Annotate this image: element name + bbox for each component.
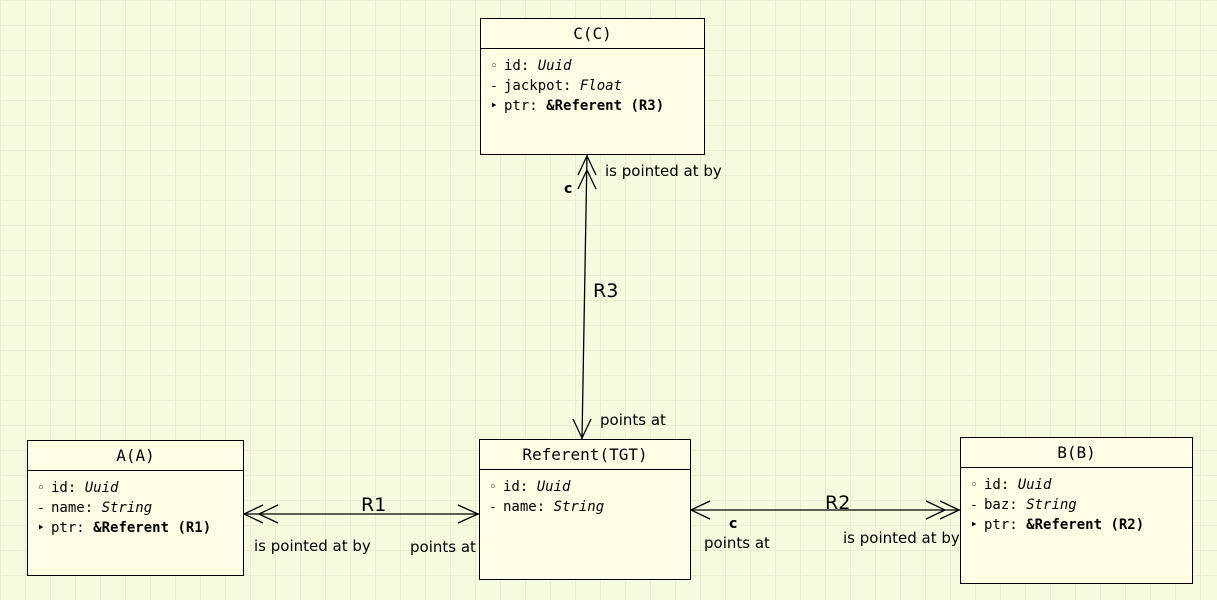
r3-line[interactable] <box>581 154 588 440</box>
object-b[interactable]: B (B) ◦id: Uuid -baz: String ‣ptr: &Refe… <box>960 437 1193 584</box>
r1-many-arrow-2 <box>257 504 279 524</box>
object-title: B (B) <box>961 438 1192 468</box>
attribute-row[interactable]: -jackpot: Float <box>490 78 623 94</box>
r3-to-phrase: points at <box>600 411 666 429</box>
attribute-row[interactable]: ◦id: Uuid <box>970 477 1052 493</box>
attribute-row[interactable]: -name: String <box>37 500 153 516</box>
r3-conditional-marker: c <box>564 181 573 197</box>
r2-to-phrase: points at <box>704 534 770 552</box>
r2-one-arrow <box>689 500 711 520</box>
r2-many-arrow-1 <box>925 500 947 520</box>
object-referent[interactable]: Referent (TGT) ◦id: Uuid -name: String <box>479 439 691 580</box>
attribute-row[interactable]: ◦id: Uuid <box>37 480 119 496</box>
r1-label[interactable]: R1 <box>361 494 387 516</box>
r3-many-arrow-2 <box>577 168 597 190</box>
r3-many-arrow-1 <box>577 154 597 176</box>
attribute-row[interactable]: ◦id: Uuid <box>489 479 571 495</box>
attribute-row[interactable]: -name: String <box>489 499 605 515</box>
object-title: A (A) <box>28 441 243 471</box>
object-c[interactable]: C (C) ◦id: Uuid -jackpot: Float ‣ptr: &R… <box>480 18 705 155</box>
object-a[interactable]: A (A) ◦id: Uuid -name: String ‣ptr: &Ref… <box>27 440 244 576</box>
r3-one-arrow <box>572 418 592 440</box>
r1-many-arrow-1 <box>242 504 264 524</box>
attribute-row[interactable]: ◦id: Uuid <box>490 58 572 74</box>
object-title: Referent (TGT) <box>480 440 690 470</box>
r1-from-phrase: is pointed at by <box>254 537 371 555</box>
r2-label[interactable]: R2 <box>825 492 851 514</box>
r3-label[interactable]: R3 <box>593 280 619 302</box>
r3-from-phrase: is pointed at by <box>605 162 722 180</box>
r2-from-phrase: is pointed at by <box>843 529 960 547</box>
attribute-row[interactable]: ‣ptr: &Referent (R3) <box>490 98 665 114</box>
attribute-row[interactable]: ‣ptr: &Referent (R2) <box>970 517 1145 533</box>
object-title: C (C) <box>481 19 704 49</box>
r1-to-phrase: points at <box>410 538 476 556</box>
attribute-row[interactable]: -baz: String <box>970 497 1077 513</box>
r2-many-arrow-2 <box>939 500 961 520</box>
attribute-row[interactable]: ‣ptr: &Referent (R1) <box>37 520 212 536</box>
r2-conditional-marker: c <box>729 516 738 532</box>
r1-one-arrow <box>457 504 480 524</box>
